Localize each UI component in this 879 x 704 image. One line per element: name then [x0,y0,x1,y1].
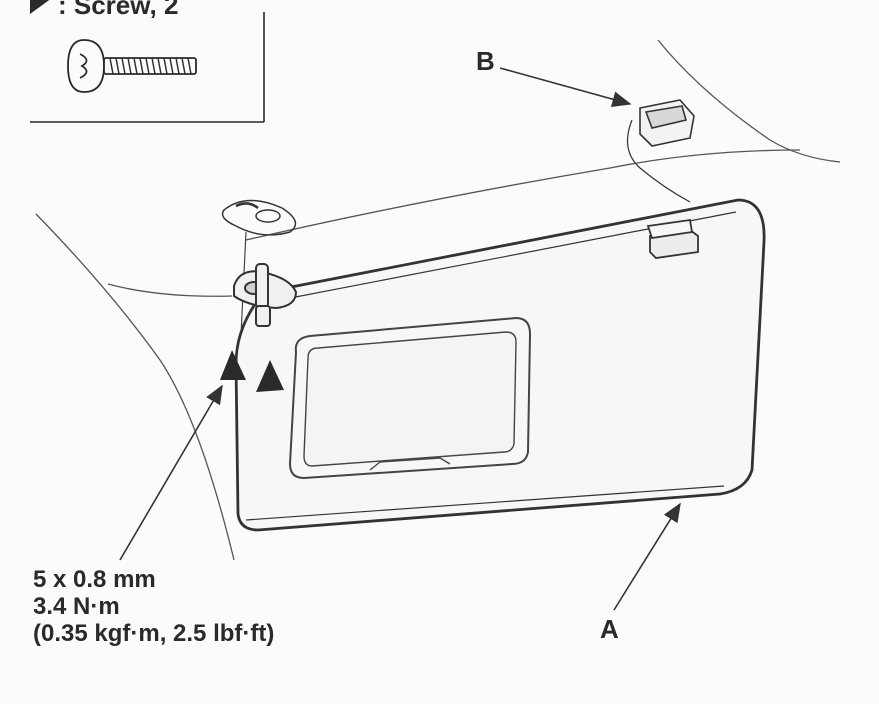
screw-legend-label: : Screw, 2 [58,0,179,20]
clip-b [626,99,695,203]
torque-alt-units: (0.35 kgf·m, 2.5 lbf·ft) [33,620,275,647]
roof-mounting-hole [221,199,297,236]
screw-marker-icon [220,350,246,380]
vanity-mirror [288,316,532,480]
visor-clip-mount [646,218,699,259]
callout-b: B [476,46,495,76]
screw-marker-icon [30,0,50,14]
screw-legend-box [30,12,265,123]
torque-screw-size: 5 x 0.8 mm [33,566,156,593]
torque-spec: 5 x 0.8 mm 3.4 N·m (0.35 kgf·m, 2.5 lbf·… [33,566,274,647]
callout-a: A [600,614,619,644]
visor-pivot [233,263,298,327]
torque-value: 3.4 N·m [33,593,120,620]
screw-marker-icon [256,360,284,392]
leader-lines [119,67,681,611]
screw-icon [67,39,197,93]
